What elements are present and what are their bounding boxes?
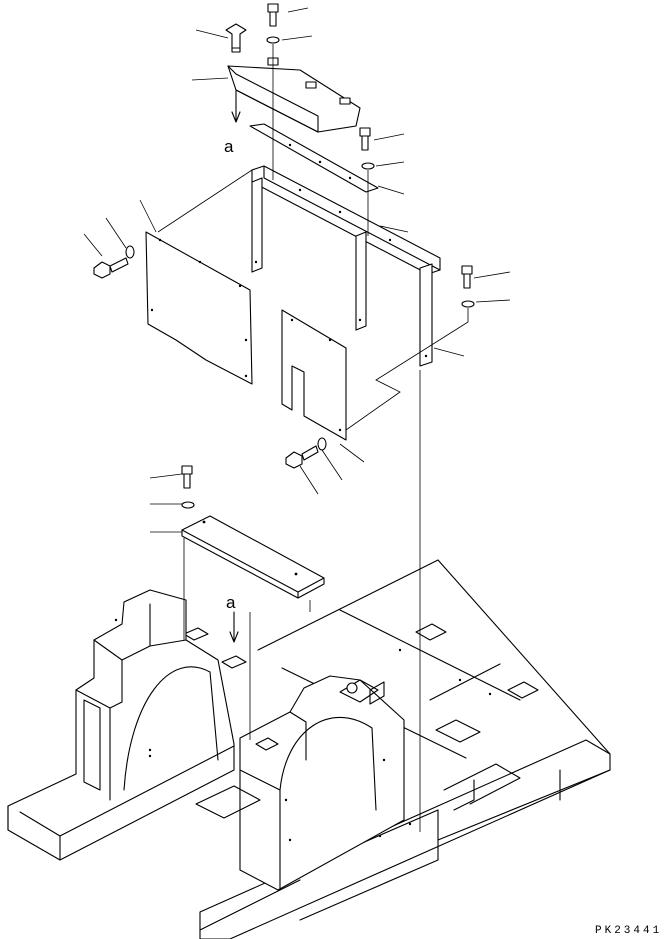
- top-cover-plate: [227, 57, 361, 133]
- right-washer-2: [461, 300, 475, 308]
- top-washer-1: [266, 36, 280, 44]
- right-bolt-2: [461, 265, 473, 289]
- left-support-tower: [7, 589, 235, 861]
- wing-bolt: [225, 23, 247, 53]
- left-bolt: [93, 257, 129, 279]
- leader-lines: [83, 7, 511, 832]
- center-washer: [317, 437, 327, 451]
- small-plate-1: [183, 627, 209, 641]
- main-frame-chassis: [199, 559, 611, 939]
- view-label-a-top: a: [224, 137, 234, 156]
- right-support-tower: [195, 675, 405, 891]
- center-bolt: [285, 445, 319, 469]
- drawing-code: PK23441: [595, 925, 662, 937]
- top-bolt-1: [267, 3, 279, 27]
- center-panel: [281, 309, 347, 441]
- right-washer-1: [361, 162, 375, 170]
- left-washer: [125, 245, 135, 259]
- mid-washer: [181, 501, 195, 509]
- view-label-a-mid: a: [226, 593, 236, 612]
- small-plate-2: [221, 655, 247, 669]
- left-side-panel: [145, 231, 253, 385]
- arrow-a-top: [231, 89, 241, 123]
- mid-bracket: [181, 515, 325, 599]
- arrow-a-mid: [229, 611, 239, 643]
- gasket-strip: [249, 123, 379, 193]
- right-bolt-1: [359, 127, 371, 151]
- upper-frame: [251, 165, 441, 367]
- mid-bolt: [181, 465, 193, 489]
